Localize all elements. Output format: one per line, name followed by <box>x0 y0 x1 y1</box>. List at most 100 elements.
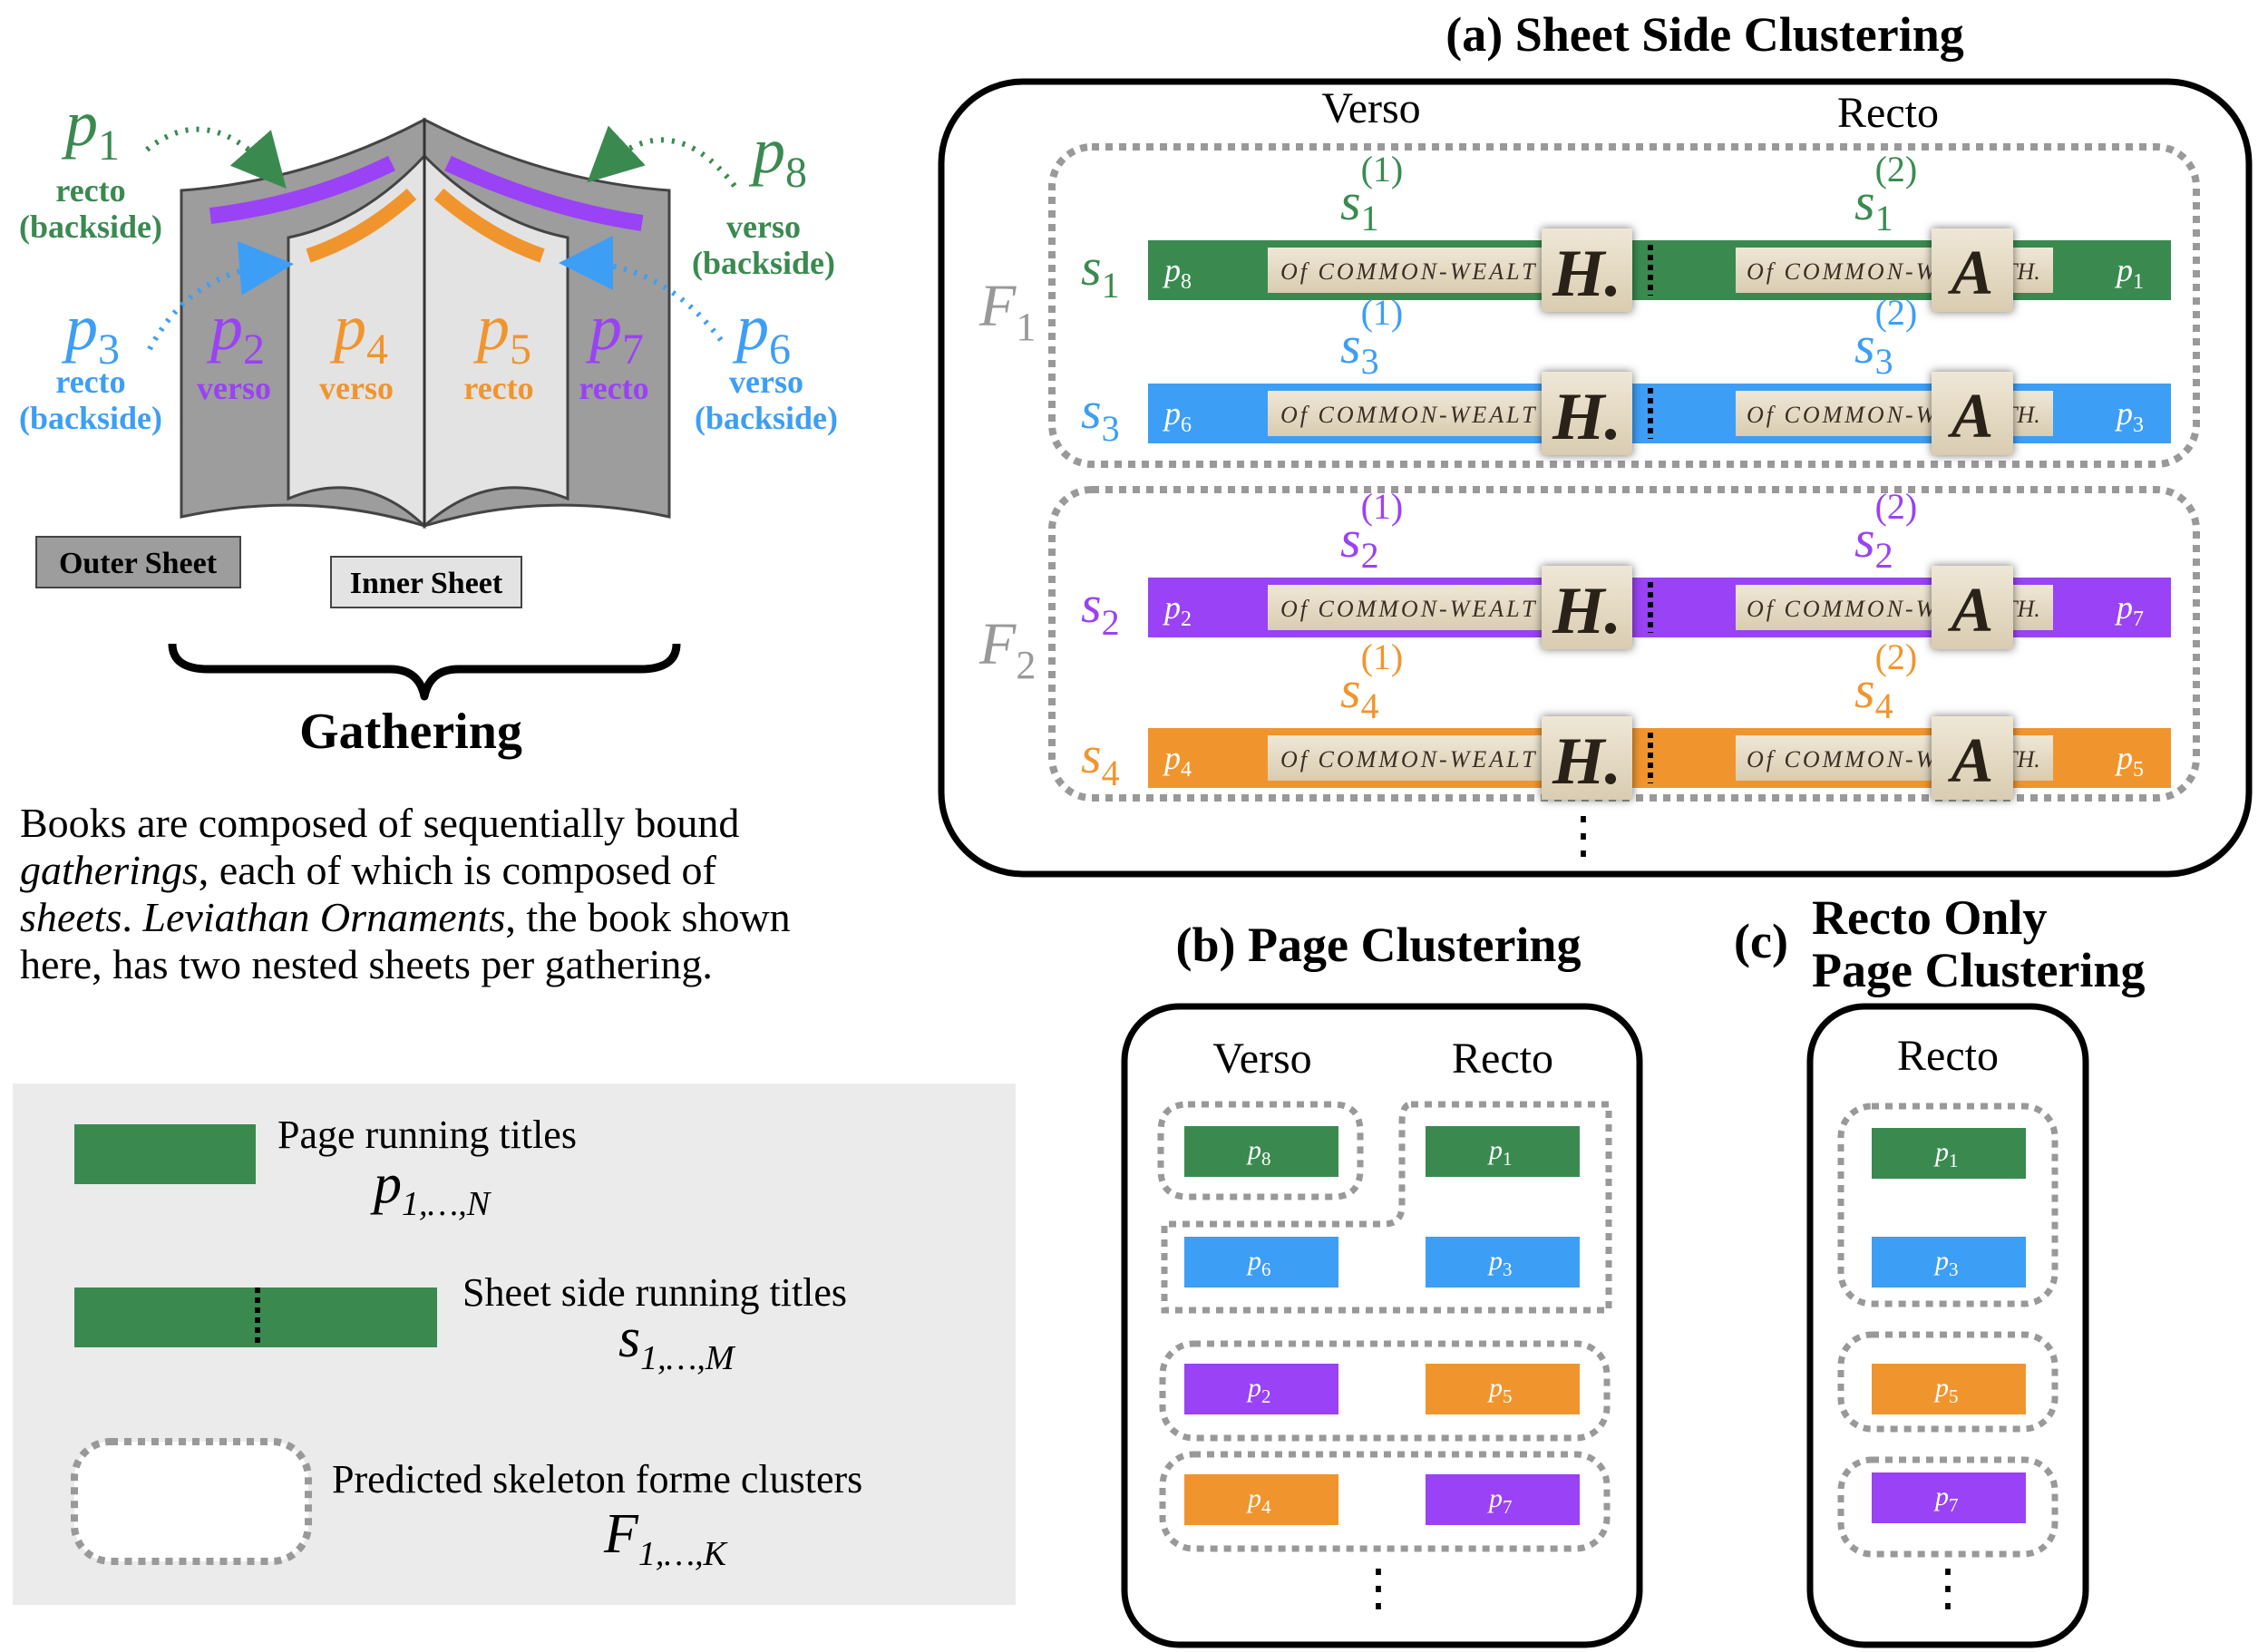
recto-box-base: p <box>1933 1246 1949 1276</box>
sheet-half-verso-s2-sub: 2 <box>1361 535 1379 576</box>
p3-note: (backside) <box>19 400 162 436</box>
recto-box-base: p <box>1933 1137 1949 1167</box>
panel-b-verso-header: Verso <box>1212 1035 1311 1083</box>
ornament-tile-a <box>1932 716 2013 800</box>
sheet-half-recto-s4-sub: 4 <box>1875 685 1893 726</box>
bar-page-left-p8: p8 <box>1162 252 1192 294</box>
panel-c-cluster-2 <box>1837 1331 2058 1433</box>
sheet-half-verso-s3-sup: (1) <box>1361 292 1404 333</box>
page-box-p3 <box>1426 1237 1580 1288</box>
ornament-tile-h <box>1542 372 1632 455</box>
page-box-p5 <box>1426 1364 1580 1414</box>
legend-page-label: Page running titles <box>277 1113 577 1157</box>
bar-page-right-p3: p3 <box>2114 395 2144 437</box>
legend-page-swatch <box>74 1124 256 1184</box>
page-box-base: p <box>1246 1246 1261 1276</box>
arrow-p1 <box>145 126 287 189</box>
sheet-half-recto-s2: s2(2) <box>1854 486 1917 576</box>
legend-sheet-label: Sheet side running titles <box>462 1270 847 1315</box>
p1-side: recto <box>55 172 125 209</box>
bar-page-right-base: p <box>2114 395 2133 432</box>
caption-term-sheets: sheets <box>20 894 122 940</box>
panel-b-ellipsis: ⋮ <box>1353 1560 1404 1617</box>
sheet-half-verso-s3: s3(1) <box>1340 292 1403 382</box>
ornament-left-caption: Of COMMON-WEALT <box>1280 746 1538 773</box>
ornament-tile-a <box>1932 228 2013 312</box>
arrow-p8 <box>587 125 737 188</box>
recto-box-p5 <box>1872 1364 2026 1414</box>
sheet-half-verso-s3-base: s <box>1340 316 1361 374</box>
sheet-label-base: s <box>1081 725 1102 784</box>
page-box-p7 <box>1426 1474 1580 1525</box>
bar-page-left-sub: 8 <box>1181 270 1192 294</box>
p5-title-stroke <box>433 188 545 263</box>
bar-page-left-base: p <box>1162 740 1181 776</box>
bar-page-right-base: p <box>2114 252 2133 288</box>
bar-page-right-sub: 7 <box>2133 607 2144 631</box>
ornament-letter-a: A <box>1948 238 1994 308</box>
cluster-label-sub: 2 <box>1016 643 1036 687</box>
panel-c-recto-header: Recto <box>1897 1032 1999 1080</box>
bar-page-left-p2: p2 <box>1162 589 1192 631</box>
recto-box-p1 <box>1872 1128 2026 1179</box>
sheet-half-verso-s1-sup: (1) <box>1361 149 1404 189</box>
sheet-half-recto-s1-sub: 1 <box>1875 198 1893 238</box>
ornament-right-caption: Of COMMON-W <box>1747 746 1938 773</box>
sheet-half-recto-s1-base: s <box>1854 172 1875 231</box>
p4-title-stroke <box>306 189 417 263</box>
bar-page-left-sub: 2 <box>1181 607 1192 631</box>
book-illustration <box>145 117 737 530</box>
recto-box-label-p5: p5 <box>1933 1373 1959 1407</box>
p5-label: p5 <box>472 291 531 374</box>
sheet-half-recto-s1: s1(2) <box>1854 149 1917 238</box>
bar-page-right-p7: p7 <box>2114 589 2144 631</box>
ornament-tile-h <box>1542 716 1632 800</box>
page-box-sub: 5 <box>1503 1385 1513 1407</box>
sheet-half-recto-s4-sup: (2) <box>1875 637 1918 677</box>
p8-side: verso <box>726 209 801 245</box>
ornament-tile-a <box>1932 372 2013 455</box>
panel-a-verso-header: Verso <box>1321 84 1420 132</box>
panel-b-recto-header: Recto <box>1452 1035 1553 1083</box>
p4-label: p4 <box>329 291 388 374</box>
sheet-half-verso-s2: s2(1) <box>1340 486 1403 576</box>
page-box-label-p5: p5 <box>1487 1373 1513 1407</box>
sheet-half-recto-s2-base: s <box>1854 510 1875 568</box>
caption-term-gatherings: gatherings <box>20 847 199 893</box>
page-box-label-p8: p8 <box>1246 1135 1271 1170</box>
ornament-text-left <box>1268 248 1549 293</box>
page-box-sub: 1 <box>1503 1148 1513 1170</box>
page-box-label-p3: p3 <box>1487 1246 1513 1280</box>
page-box-base: p <box>1487 1246 1503 1276</box>
ornament-left-caption: Of COMMON-WEALT <box>1280 596 1538 622</box>
p2-side: verso <box>197 370 271 406</box>
sheet-label-sub: 1 <box>1102 265 1120 306</box>
sheet-half-recto-s4: s4 (2) <box>1854 637 1917 726</box>
sheet-half-recto-s2-sub: 2 <box>1875 535 1893 576</box>
recto-box-sub: 5 <box>1949 1385 1959 1407</box>
bar-page-right-p1: p1 <box>2114 252 2144 294</box>
panel-c-title-line1: Recto Only <box>1812 890 2047 945</box>
sheet-half-recto-s4-base: s <box>1854 660 1875 719</box>
ornament-letter-a: A <box>1948 382 1994 452</box>
caption-line-1: Books are composed of sequentially bound <box>20 800 740 846</box>
ornament-letter-h: H. <box>1552 380 1621 454</box>
page-box-sub: 4 <box>1261 1496 1271 1518</box>
sheet-label-s3: s3 <box>1081 381 1120 449</box>
ornament-letter-h: H. <box>1552 237 1621 311</box>
p6-note: (backside) <box>695 400 838 436</box>
panel-b-cluster-1 <box>1157 1101 1364 1200</box>
sheet-half-verso-s2-sup: (1) <box>1361 486 1404 527</box>
sheet-label-base: s <box>1081 381 1102 440</box>
bar-page-right-base: p <box>2114 740 2133 776</box>
p7-label: p7 <box>585 291 644 374</box>
arrow-p6 <box>559 236 724 342</box>
p1-title-stroke <box>209 155 395 224</box>
gathering-label: Gathering <box>299 704 522 760</box>
ornament-right-caption: Of COMMON-W <box>1747 258 1938 285</box>
sheet-label-s4: s4 <box>1081 725 1120 793</box>
page-box-base: p <box>1246 1373 1261 1403</box>
page-box-base: p <box>1246 1135 1261 1165</box>
